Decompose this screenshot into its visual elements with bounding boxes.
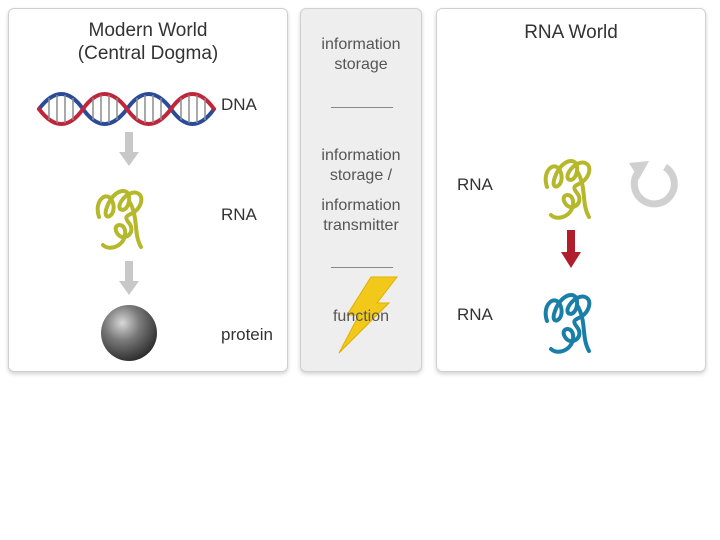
transmitter-line4: transmitter (323, 217, 399, 234)
cycle-arrow-icon (629, 161, 678, 208)
rna-bottom-label: RNA (457, 305, 493, 324)
storage-line2: storage (334, 56, 388, 73)
roles-panel: information storage information storage … (300, 8, 422, 372)
rna-label: RNA (221, 205, 257, 224)
rna-world-panel: RNA World RNA RNA (436, 8, 706, 372)
rna-top-label: RNA (457, 175, 493, 194)
rna-strand-icon (95, 189, 144, 250)
transmitter-line2: storage / (329, 167, 393, 184)
divider-top (331, 107, 393, 108)
protein-label: protein (221, 325, 273, 344)
rna-strand-icon (543, 159, 592, 220)
transmitter-line1: information (321, 147, 401, 164)
divider-bottom (331, 267, 393, 268)
dna-label: DNA (221, 95, 257, 114)
modern-world-panel: Modern World (Central Dogma) DNA RNA (8, 8, 288, 372)
transmitter-text: information storage / information transm… (301, 146, 421, 236)
rna-strand-icon (543, 293, 592, 354)
storage-line1: information (321, 36, 401, 53)
arrow-down-icon (561, 230, 581, 268)
arrow-down-icon (119, 132, 139, 166)
transmitter-line3: information (321, 197, 401, 214)
arrow-down-icon (119, 261, 139, 295)
storage-text: information storage (301, 35, 421, 75)
protein-sphere-icon (101, 305, 157, 361)
modern-world-title-line2: (Central Dogma) (77, 43, 219, 64)
lightning-bolt-icon (338, 276, 399, 354)
function-label: function (332, 308, 390, 325)
rna-world-title: RNA World (524, 22, 618, 43)
modern-world-title: Modern World (Central Dogma) (9, 19, 287, 65)
modern-world-title-line1: Modern World (88, 20, 208, 41)
dna-helix-icon (37, 92, 216, 126)
